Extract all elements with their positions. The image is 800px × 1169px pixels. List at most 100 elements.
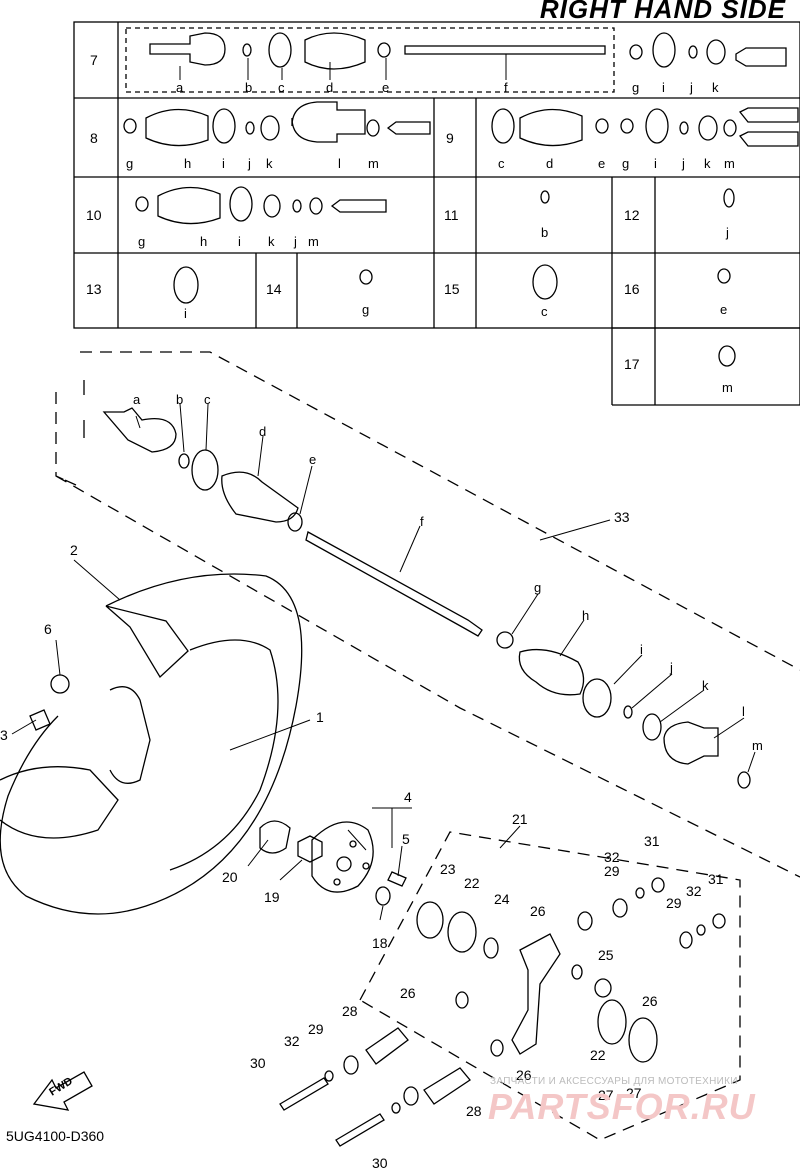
row12-number: 12 (624, 207, 640, 223)
wheel-tire-assembly (0, 573, 407, 915)
callout-letter: d (259, 424, 266, 439)
part-e-icon (717, 268, 731, 284)
callout-number: 20 (222, 869, 238, 885)
row15-letter: c (541, 304, 548, 319)
row10-letter: k (268, 234, 275, 249)
row10-number: 10 (86, 207, 102, 223)
page-title: RIGHT HAND SIDE (539, 0, 786, 24)
callout-number: 21 (512, 811, 528, 827)
row7-letter: d (326, 80, 333, 95)
callout-number: 31 (708, 871, 724, 887)
callout-number: 26 (400, 985, 416, 1001)
row7-letter: a (176, 80, 184, 95)
row10-letter: m (308, 234, 319, 249)
row8-letter: i (222, 156, 225, 171)
row9-letter: i (654, 156, 657, 171)
row7-letter: c (278, 80, 285, 95)
callout-number: 29 (666, 895, 682, 911)
callout-number: 30 (372, 1155, 388, 1169)
row10-letter: h (200, 234, 207, 249)
row7-parts (149, 32, 787, 70)
row8-number: 8 (90, 130, 98, 146)
callout-number: 19 (264, 889, 280, 905)
row8-letter: h (184, 156, 191, 171)
part-j-icon (723, 188, 735, 208)
callout-letter: g (534, 580, 541, 595)
callout-number: 25 (598, 947, 614, 963)
callout-letter: b (176, 392, 183, 407)
callout-letter: l (742, 704, 745, 719)
callout-number: 5 (402, 831, 410, 847)
callout-letter: m (752, 738, 763, 753)
callout-letter: i (640, 642, 643, 657)
row10-parts (135, 186, 387, 225)
row10-letter: j (293, 234, 297, 249)
callout-number: 29 (308, 1021, 324, 1037)
row7-letter: j (689, 80, 693, 95)
row17-letter: m (722, 380, 733, 395)
row8-letter: j (247, 156, 251, 171)
row14-number: 14 (266, 281, 282, 297)
part-g-icon (359, 269, 373, 285)
row7-letter: f (504, 80, 508, 95)
row9-letter: e (598, 156, 605, 171)
row17-number: 17 (624, 356, 640, 372)
callout-number: 1 (316, 709, 324, 725)
callout-letter: f (420, 514, 424, 529)
row8-letter: m (368, 156, 379, 171)
callout-number: 6 (44, 621, 52, 637)
row9-letter: d (546, 156, 553, 171)
callout-number: 28 (342, 1003, 358, 1019)
row9-letter: g (622, 156, 629, 171)
callout-letter: j (669, 660, 673, 675)
callout-number: 31 (644, 833, 660, 849)
row9-letter: m (724, 156, 735, 171)
drive-shaft-assembly (102, 407, 751, 789)
callout-number: 32 (604, 849, 620, 865)
row11-letter: b (541, 225, 548, 240)
a-arm-assembly (279, 877, 726, 1147)
watermark-logo: PARTSFOR.RU (488, 1086, 756, 1127)
row8-letter: l (338, 156, 341, 171)
callout-letter: e (309, 452, 316, 467)
row11-number: 11 (444, 207, 459, 223)
row16-number: 16 (624, 281, 640, 297)
row9-letter: c (498, 156, 505, 171)
row15-number: 15 (444, 281, 460, 297)
callout-letter: h (582, 608, 589, 623)
part-b-icon (540, 190, 550, 204)
watermark-caption: ЗАПЧАСТИ И АКСЕССУАРЫ ДЛЯ МОТОТЕХНИКИ (490, 1076, 738, 1087)
row7-letter: i (662, 80, 665, 95)
callout-number: 23 (440, 861, 456, 877)
row9-letter: j (681, 156, 685, 171)
row7-letter: e (382, 80, 389, 95)
row13-letter: i (184, 306, 187, 321)
callout-number: 2 (70, 542, 78, 558)
row14-letter: g (362, 302, 369, 317)
row8-parts (123, 101, 431, 147)
part-m-icon (718, 345, 736, 367)
callout-letter: k (702, 678, 709, 693)
row10-letter: i (238, 234, 241, 249)
part-i-icon (173, 266, 199, 304)
row7-letter: g (632, 80, 639, 95)
callout-letter: c (204, 392, 211, 407)
leader-lines (11, 54, 756, 921)
row10-letter: g (138, 234, 145, 249)
callout-number: 30 (250, 1055, 266, 1071)
row7-number: 7 (90, 52, 98, 68)
callout-number: 29 (604, 863, 620, 879)
callout-number: 22 (464, 875, 480, 891)
callout-number: 26 (516, 1067, 532, 1083)
callout-letter: a (133, 392, 141, 407)
callout-number: 4 (404, 789, 412, 805)
row7-letter: k (712, 80, 719, 95)
callout-number: 26 (530, 903, 546, 919)
callout-number: 28 (466, 1103, 482, 1119)
row16-letter: e (720, 302, 727, 317)
row13-number: 13 (86, 281, 102, 297)
diagram-code: 5UG4100-D360 (6, 1128, 105, 1144)
callout-number: 33 (614, 509, 630, 525)
